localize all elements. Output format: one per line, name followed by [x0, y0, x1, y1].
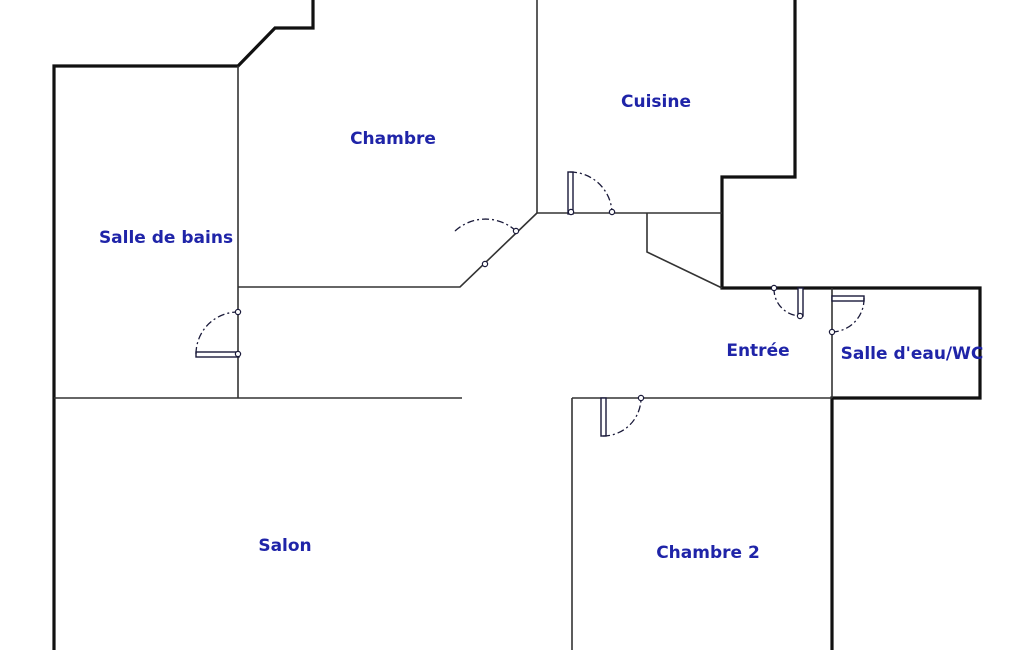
door-salle-de-bains — [195, 308, 242, 358]
door-cuisine — [567, 171, 616, 216]
exterior-walls — [52, 0, 982, 650]
room-label-salle-eau-wc: Salle d'eau/WC — [841, 344, 984, 364]
room-label-cuisine: Cuisine — [621, 92, 691, 112]
door-chambre — [453, 218, 520, 268]
room-labels: Chambre Cuisine Salle de bains Entrée Sa… — [99, 92, 983, 563]
door-salle-eau-wc — [828, 295, 865, 336]
room-label-chambre-2: Chambre 2 — [656, 543, 760, 563]
room-label-salle-de-bains: Salle de bains — [99, 228, 233, 248]
room-label-entree: Entrée — [726, 341, 789, 361]
room-label-salon: Salon — [258, 536, 311, 556]
room-label-chambre: Chambre — [350, 129, 436, 149]
door-entree — [770, 284, 804, 320]
door-chambre-2 — [600, 394, 645, 437]
